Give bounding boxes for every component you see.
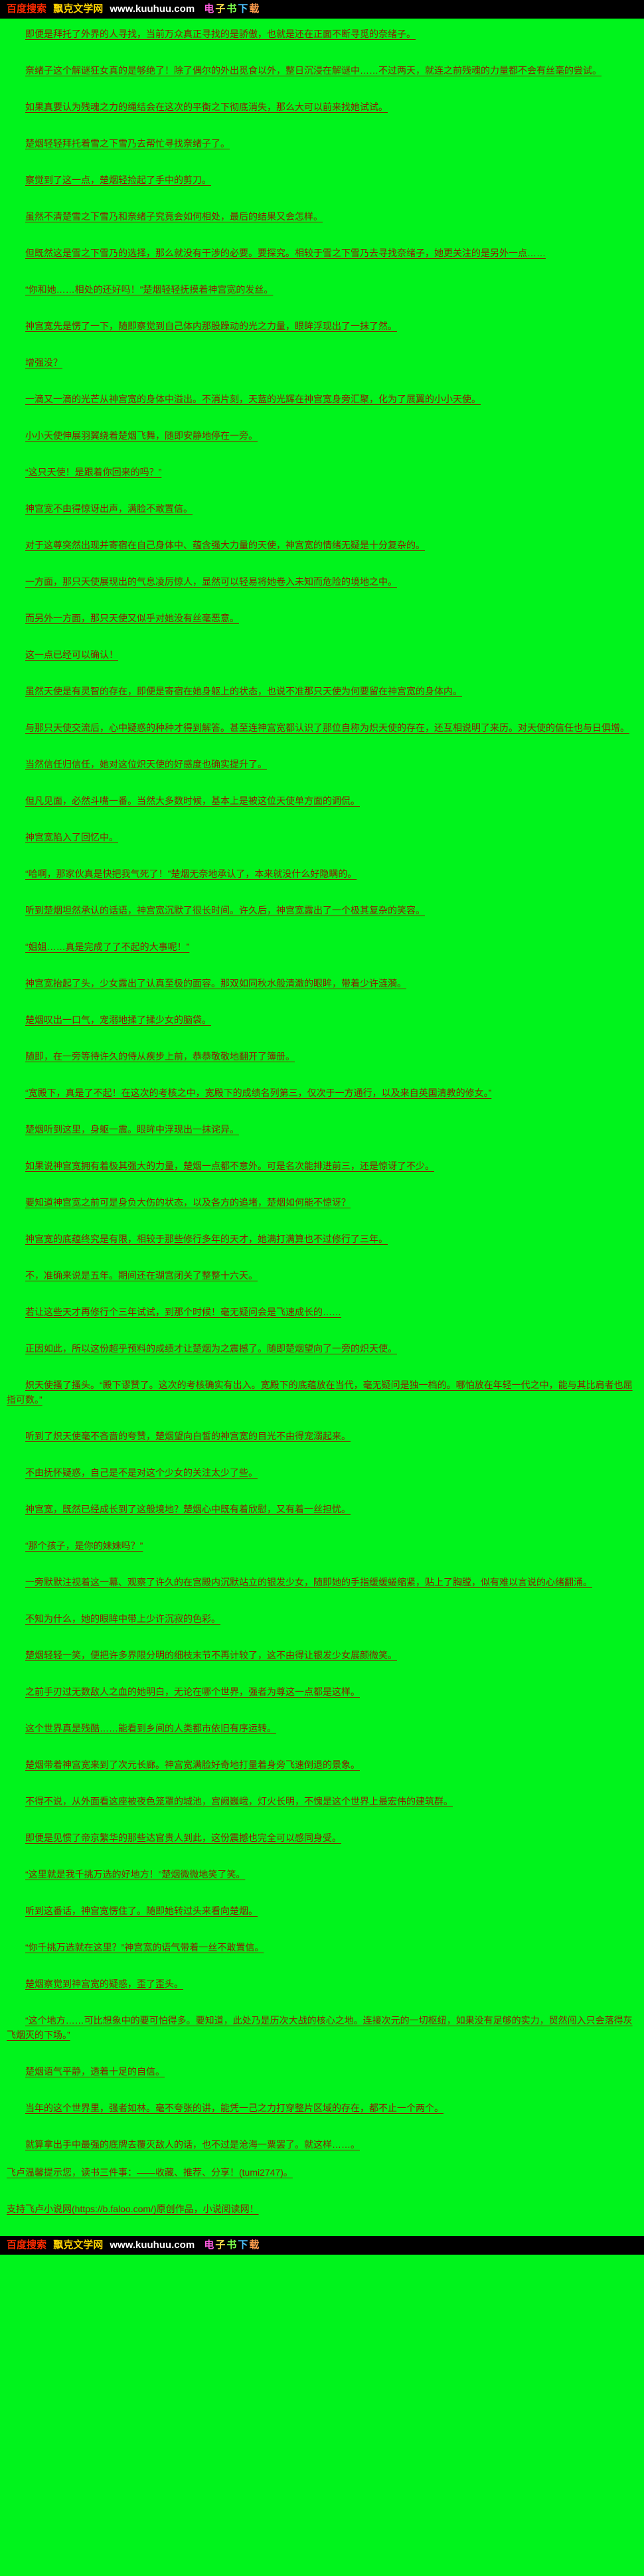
decor-char: 载 [249, 2239, 260, 2251]
novel-paragraph: “你千挑万选就在这里？”神宫宽的语气带着一丝不敢置信。 [25, 1942, 264, 1953]
novel-paragraph: “你和她……相处的还好吗！”楚烟轻轻抚摸着神宫宽的发丝。 [25, 284, 274, 295]
novel-paragraph: 不，准确来说是五年。期间还在瑚宫闭关了整整十六天。 [25, 1270, 258, 1281]
decor-char: 子 [215, 2239, 226, 2251]
novel-paragraph: 炽天使搔了搔头。“殿下谬赞了。这次的考核确实有出入。宽殿下的底蕴放在当代，毫无疑… [7, 1380, 633, 1405]
novel-paragraph: 当然信任归信任，她对这位炽天使的好感度也确实提升了。 [25, 759, 267, 769]
novel-paragraph: 即便是拜托了外界的人寻找，当前万众真正寻找的是骄傲，也就是还在正面不断寻觅的奈绪… [25, 29, 416, 39]
site-url[interactable]: www.kuuhuu.com [110, 2239, 195, 2251]
novel-paragraph: 这个世界真是残酷……能看到乡间的人类都市依旧有序运转。 [25, 1723, 276, 1733]
novel-paragraph: 增强没？ [25, 357, 62, 368]
footnote-tip: 飞卢温馨提示您，读书三件事：——收藏、推荐、分享！(tumi2747)。 [7, 2167, 293, 2178]
decor-char: 载 [249, 3, 260, 15]
novel-paragraph: 神宫宽，既然已经成长到了这般境地？楚烟心中既有着欣慰，又有着一丝担忧。 [25, 1504, 351, 1514]
novel-paragraph: 神宫宽抬起了头，少女露出了认真至极的面容。那双如同秋水般清澈的眼眸，带着少许涟漪… [25, 978, 406, 989]
novel-paragraph: 要知道神宫宽之前可是身负大伤的状态，以及各方的追堵，楚烟如何能不惊讶？ [25, 1197, 351, 1208]
novel-paragraph: 察觉到了这一点，楚烟轻捡起了手中的剪刀。 [25, 175, 211, 185]
novel-paragraph: 听到了炽天使毫不吝啬的夸赞，楚烟望向白皙的神宫宽的目光不由得宠溺起来。 [25, 1431, 351, 1441]
site-name: 飘克文学网 [53, 2239, 104, 2251]
novel-paragraph: “姐姐……真是完成了了不起的大事呢！” [25, 941, 190, 952]
decor-char: 子 [215, 3, 226, 15]
novel-paragraph: 这一点已经可以确认！ [25, 649, 118, 660]
novel-paragraph: 楚烟轻轻拜托着雪之下雪乃去帮忙寻找奈绪子了。 [25, 138, 230, 149]
decor-char: 电 [204, 3, 214, 15]
novel-paragraph: 与那只天使交流后，心中疑惑的种种才得到解答。甚至连神宫宽都认识了那位自称为炽天使… [25, 722, 629, 733]
novel-paragraph: 不知为什么，她的眼眸中带上少许沉寂的色彩。 [25, 1613, 220, 1624]
novel-paragraph: 一旁默默注视着这一幕、观察了许久的在宫殿内沉默站立的银发少女，随即她的手指缓缓蜷… [25, 1577, 592, 1587]
novel-paragraph: “哈啊，那家伙真是快把我气死了！”楚烟无奈地承认了，本来就没什么好隐瞒的。 [25, 868, 357, 879]
novel-paragraph: 神宫宽的底蕴终究是有限，相较于那些修行多年的天才，她满打满算也不过修行了三年。 [25, 1234, 388, 1244]
novel-paragraph: 不得不说，从外面看这座被夜色笼罩的城池，宫阙巍峨，灯火长明，不愧是这个世界上最宏… [25, 1796, 453, 1807]
novel-paragraph: 神宫宽先是愣了一下，随即察觉到自己体内那股躁动的光之力量，眼眸浮现出了一抹了然。 [25, 321, 397, 331]
novel-paragraph: 奈绪子这个解谜狂女真的是够绝了！除了偶尔的外出觅食以外，整日沉浸在解谜中……不过… [25, 65, 602, 76]
novel-paragraph: 神宫宽不由得惊讶出声，满脸不敢置信。 [25, 503, 193, 514]
novel-paragraph: 楚烟察觉到神宫宽的疑惑，歪了歪头。 [25, 1978, 183, 1989]
novel-paragraph: “这只天使！是跟着你回来的吗？” [25, 467, 162, 477]
novel-paragraph: 如果真要认为残魂之力的绳结会在这次的平衡之下彻底消失，那么大可以前来找她试试。 [25, 102, 388, 112]
novel-paragraph: 对于这尊突然出现并寄宿在自己身体中、蕴含强大力量的天使，神宫宽的情绪无疑是十分复… [25, 540, 425, 550]
novel-paragraph: 楚烟带着神宫宽来到了次元长廊。神宫宽满脸好奇地打量着身旁飞速倒退的景象。 [25, 1759, 360, 1770]
paragraph-list: 即便是拜托了外界的人寻找，当前万众真正寻找的是骄傲，也就是还在正面不断寻觅的奈绪… [7, 27, 637, 2152]
novel-paragraph: 而另外一方面，那只天使又似乎对她没有丝毫恶意。 [25, 613, 239, 623]
novel-paragraph: 即便是见惯了帝京繁华的那些达官贵人到此，这份震撼也完全可以感同身受。 [25, 1832, 341, 1843]
novel-paragraph: 但既然这是雪之下雪乃的选择，那么就没有干涉的必要。要探究。相较于雪之下雪乃去寻找… [25, 248, 546, 258]
novel-paragraph: “这个地方……可比想象中的要可怕得多。要知道，此处乃是历次大战的核心之地。连接次… [7, 2015, 633, 2040]
novel-paragraph: 小小天使伸展羽翼绕着楚烟飞舞，随即安静地停在一旁。 [25, 430, 258, 441]
novel-paragraph: 就算拿出手中最强的底牌去覆灭敌人的话，也不过是沧海一粟罢了。就这样……。 [25, 2139, 360, 2150]
decor-char: 书 [226, 2239, 237, 2251]
site-name: 飘克文学网 [53, 3, 104, 15]
novel-paragraph: 不由抚怀疑惑，自己是不是对这个少女的关注太少了些。 [25, 1467, 258, 1478]
footer-decor-text: 电子书下载 [204, 2239, 260, 2251]
novel-paragraph: 随即，在一旁等待许久的侍从疾步上前，恭恭敬敬地翻开了簿册。 [25, 1051, 295, 1062]
baidu-search-label: 百度搜索 [7, 3, 47, 15]
novel-paragraph: 虽然不清楚雪之下雪乃和奈绪子究竟会如何相处，最后的结果又会怎样。 [25, 211, 323, 222]
baidu-search-label: 百度搜索 [7, 2239, 47, 2251]
footnote-faloo-link[interactable]: 支持飞卢小说网(https://b.faloo.com/)原创作品，小说阅读网！ [7, 2204, 259, 2214]
novel-paragraph: 如果说神宫宽拥有着极其强大的力量，楚烟一点都不意外。可是名次能排进前三，还是惊讶… [25, 1161, 434, 1171]
novel-paragraph: 听到楚烟坦然承认的话语，神宫宽沉默了很长时间。许久后，神宫宽露出了一个极其复杂的… [25, 905, 425, 916]
novel-paragraph: “这里就是我千挑万选的好地方！”楚烟微微地笑了笑。 [25, 1869, 246, 1880]
novel-paragraph: 楚烟听到这里，身躯一震。眼眸中浮现出一抹诧异。 [25, 1124, 239, 1135]
header-decor-text: 电子书下载 [204, 3, 260, 15]
decor-char: 下 [238, 3, 248, 15]
novel-paragraph: 一滴又一滴的光芒从神宫宽的身体中溢出。不消片刻，天蓝的光辉在神宫宽身旁汇聚，化为… [25, 394, 481, 404]
site-url[interactable]: www.kuuhuu.com [110, 3, 195, 15]
footer-bar: 百度搜索 飘克文学网 www.kuuhuu.com 电子书下载 [0, 2236, 644, 2255]
novel-paragraph: “那个孩子，是你的妹妹吗？” [25, 1540, 143, 1551]
header-bar: 百度搜索 飘克文学网 www.kuuhuu.com 电子书下载 [0, 0, 644, 19]
novel-paragraph: “宽殿下，真是了不起！在这次的考核之中，宽殿下的成绩名列第三，仅次于一方通行，以… [25, 1087, 492, 1098]
novel-paragraph: 楚烟叹出一口气，宠溺地揉了揉少女的脑袋。 [25, 1014, 211, 1025]
novel-paragraph: 当年的这个世界里，强者如林。毫不夸张的讲，能凭一己之力打穿整片区域的存在，都不止… [25, 2103, 443, 2113]
novel-paragraph: 虽然天使是有灵智的存在，即便是寄宿在她身躯上的状态，也说不准那只天使为何要留在神… [25, 686, 462, 696]
novel-paragraph: 楚烟轻轻一笑，便把许多界限分明的细枝末节不再计较了，这不由得让银发少女展颜微笑。 [25, 1650, 397, 1660]
novel-paragraph: 正因如此，所以这份超乎预料的成绩才让楚烟为之震撼了。随即楚烟望向了一旁的炽天使。 [25, 1343, 397, 1354]
novel-text: 即便是拜托了外界的人寻找，当前万众真正寻找的是骄傲，也就是还在正面不断寻觅的奈绪… [0, 19, 644, 2236]
decor-char: 下 [238, 2239, 248, 2251]
novel-paragraph: 但凡见面，必然斗嘴一番。当然大多数时候，基本上是被这位天使单方面的调侃。 [25, 795, 360, 806]
novel-paragraph: 楚烟语气平静，透着十足的自信。 [25, 2066, 165, 2077]
decor-char: 电 [204, 2239, 214, 2251]
decor-char: 书 [226, 3, 237, 15]
novel-paragraph: 之前手刃过无数敌人之血的她明白，无论在哪个世界，强者为尊这一点都是这样。 [25, 1686, 360, 1697]
novel-paragraph: 神宫宽陷入了回忆中。 [25, 832, 118, 843]
novel-paragraph: 若让这些天才再修行个三年试试，到那个时候！毫无疑问会是飞速成长的…… [25, 1307, 341, 1317]
novel-paragraph: 听到这番话，神宫宽愣住了。随即她转过头来看向楚烟。 [25, 1905, 258, 1916]
novel-paragraph: 一方面，那只天使展现出的气息凌厉惊人，显然可以轻易将她卷入未知而危险的境地之中。 [25, 576, 397, 587]
